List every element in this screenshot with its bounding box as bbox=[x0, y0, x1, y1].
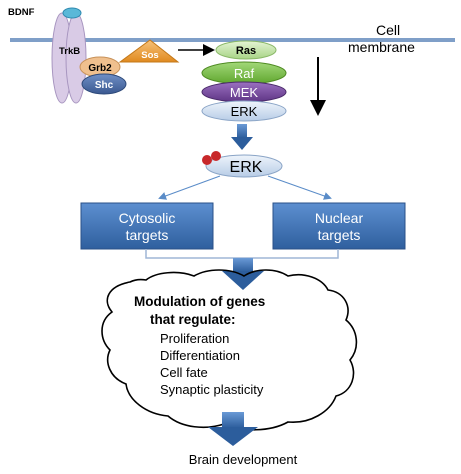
raf-label: Raf bbox=[234, 66, 255, 81]
trkb-receptor-right bbox=[65, 12, 87, 104]
cytosolic-label-line1: Cytosolic bbox=[119, 210, 176, 226]
translocation-arrow-head bbox=[231, 137, 253, 150]
modulation-item: Synaptic plasticity bbox=[160, 382, 264, 397]
outcome-label: Brain development bbox=[189, 452, 298, 467]
modulation-item: Proliferation bbox=[160, 331, 229, 346]
phospho-erk-protein bbox=[205, 154, 283, 178]
bdnf-label: BDNF bbox=[8, 7, 35, 18]
modulation-heading-line1: Modulation of genes bbox=[134, 294, 265, 309]
nuclear-targets-box bbox=[272, 202, 406, 250]
cytosolic-targets-box bbox=[80, 202, 214, 250]
grb2-label: Grb2 bbox=[88, 63, 112, 74]
modulation-item: Differentiation bbox=[160, 348, 240, 363]
phosphate-group-2 bbox=[211, 151, 221, 161]
translocation-arrow-shaft bbox=[237, 124, 247, 138]
phospho-erk-label: ERK bbox=[230, 159, 263, 176]
shc-protein bbox=[81, 73, 127, 95]
modulation-arrow-shaft bbox=[233, 258, 253, 272]
modulation-heading-line2: that regulate: bbox=[150, 312, 236, 327]
mek-label: MEK bbox=[230, 85, 259, 100]
outcome-arrow-head bbox=[208, 427, 258, 446]
membrane-label-line1: Cell bbox=[376, 22, 400, 38]
erk-protein bbox=[201, 100, 287, 122]
branch-arrow-cytosolic bbox=[158, 175, 221, 200]
membrane-label-line2: membrane bbox=[348, 39, 415, 55]
nuclear-label-line1: Nuclear bbox=[315, 210, 364, 226]
modulation-item: Cell fate bbox=[160, 365, 208, 380]
phosphate-group-1 bbox=[202, 155, 212, 165]
nuclear-label-line2: targets bbox=[318, 227, 361, 243]
bdnf-ligand bbox=[62, 7, 82, 19]
cell-membrane bbox=[10, 38, 455, 42]
trkb-label: TrkB bbox=[59, 46, 80, 57]
shc-label: Shc bbox=[95, 80, 114, 91]
outcome-arrow-shaft bbox=[222, 412, 244, 428]
branch-arrow-nuclear bbox=[267, 175, 332, 200]
cytosolic-label-line2: targets bbox=[126, 227, 169, 243]
modulation-cloud bbox=[101, 269, 358, 431]
sos-protein bbox=[118, 39, 180, 63]
targets-bracket bbox=[145, 249, 339, 259]
ras-protein bbox=[215, 40, 277, 60]
sos-label: Sos bbox=[141, 50, 158, 61]
ras-label: Ras bbox=[236, 45, 256, 57]
erk-label: ERK bbox=[231, 104, 258, 119]
modulation-arrow-head bbox=[222, 271, 264, 290]
